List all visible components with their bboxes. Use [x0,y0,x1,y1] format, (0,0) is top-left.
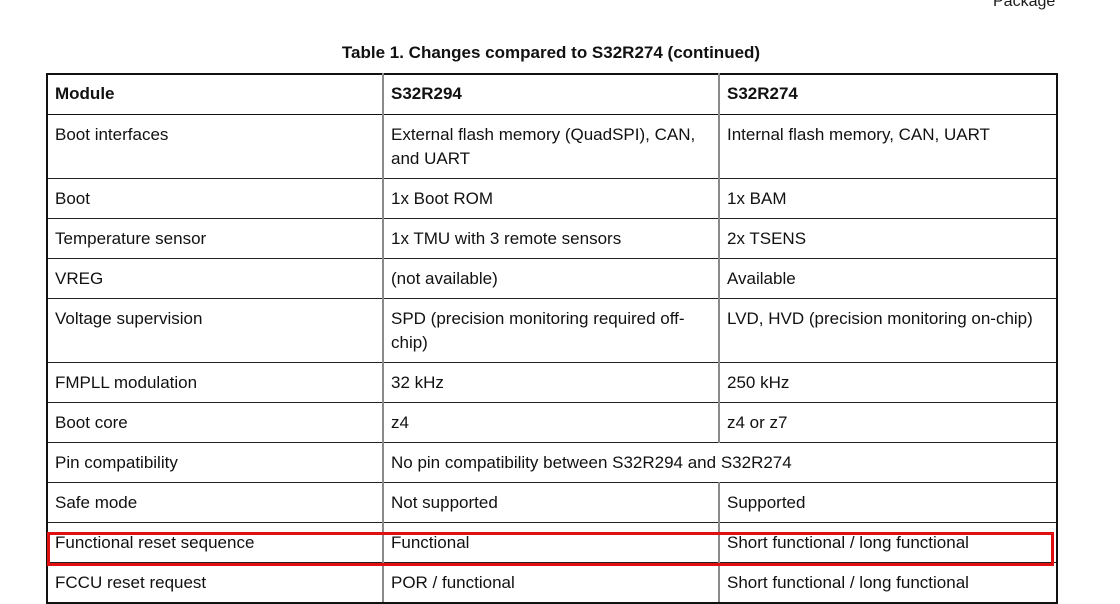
cell-s32r274: Available [718,258,1058,299]
cell-module: Boot [46,178,384,219]
running-header: Package [993,0,1056,10]
cell-module: FCCU reset request [46,562,384,604]
column-header-s32r274: S32R274 [718,73,1058,115]
cell-s32r294: SPD (precision monitoring required off-c… [382,298,720,363]
cell-module: Voltage supervision [46,298,384,363]
cell-s32r294: z4 [382,402,720,443]
cell-s32r294: (not available) [382,258,720,299]
cell-s32r274: Supported [718,482,1058,523]
cell-module: Pin compatibility [46,442,384,483]
cell-s32r294: 32 kHz [382,362,720,403]
cell-module: Boot core [46,402,384,443]
table-row: VREG (not available) Available [46,258,1058,299]
cell-s32r274: 1x BAM [718,178,1058,219]
cell-s32r274: 2x TSENS [718,218,1058,259]
cell-s32r294: 1x Boot ROM [382,178,720,219]
cell-s32r274: 250 kHz [718,362,1058,403]
cell-module: Safe mode [46,482,384,523]
table-row: Boot core z4 z4 or z7 [46,402,1058,443]
cell-s32r294: Functional [382,522,720,563]
cell-s32r294: External flash memory (QuadSPI), CAN, an… [382,114,720,179]
cell-s32r274: Internal flash memory, CAN, UART [718,114,1058,179]
table-row: FMPLL modulation 32 kHz 250 kHz [46,362,1058,403]
changes-table: Module S32R294 S32R274 Boot interfaces E… [46,73,1058,604]
cell-s32r274: z4 or z7 [718,402,1058,443]
table-header-row: Module S32R294 S32R274 [46,73,1058,115]
cell-merged: No pin compatibility between S32R294 and… [382,442,1058,483]
cell-s32r274: Short functional / long functional [718,562,1058,604]
cell-s32r294: Not supported [382,482,720,523]
table-row: Boot interfaces External flash memory (Q… [46,114,1058,179]
column-header-module: Module [46,73,384,115]
table-row-highlighted: FCCU reset request POR / functional Shor… [46,562,1058,604]
cell-s32r274: Short functional / long functional [718,522,1058,563]
table-row: Pin compatibility No pin compatibility b… [46,442,1058,483]
cell-s32r274: LVD, HVD (precision monitoring on-chip) [718,298,1058,363]
cell-module: FMPLL modulation [46,362,384,403]
table-row: Temperature sensor 1x TMU with 3 remote … [46,218,1058,259]
table-row: Voltage supervision SPD (precision monit… [46,298,1058,363]
cell-s32r294: 1x TMU with 3 remote sensors [382,218,720,259]
cell-module: Functional reset sequence [46,522,384,563]
cell-module: VREG [46,258,384,299]
table-row: Boot 1x Boot ROM 1x BAM [46,178,1058,219]
cell-s32r294: POR / functional [382,562,720,604]
column-header-s32r294: S32R294 [382,73,720,115]
cell-module: Temperature sensor [46,218,384,259]
table-row: Safe mode Not supported Supported [46,482,1058,523]
cell-module: Boot interfaces [46,114,384,179]
table-row: Functional reset sequence Functional Sho… [46,522,1058,563]
table-caption: Table 1. Changes compared to S32R274 (co… [341,43,761,62]
